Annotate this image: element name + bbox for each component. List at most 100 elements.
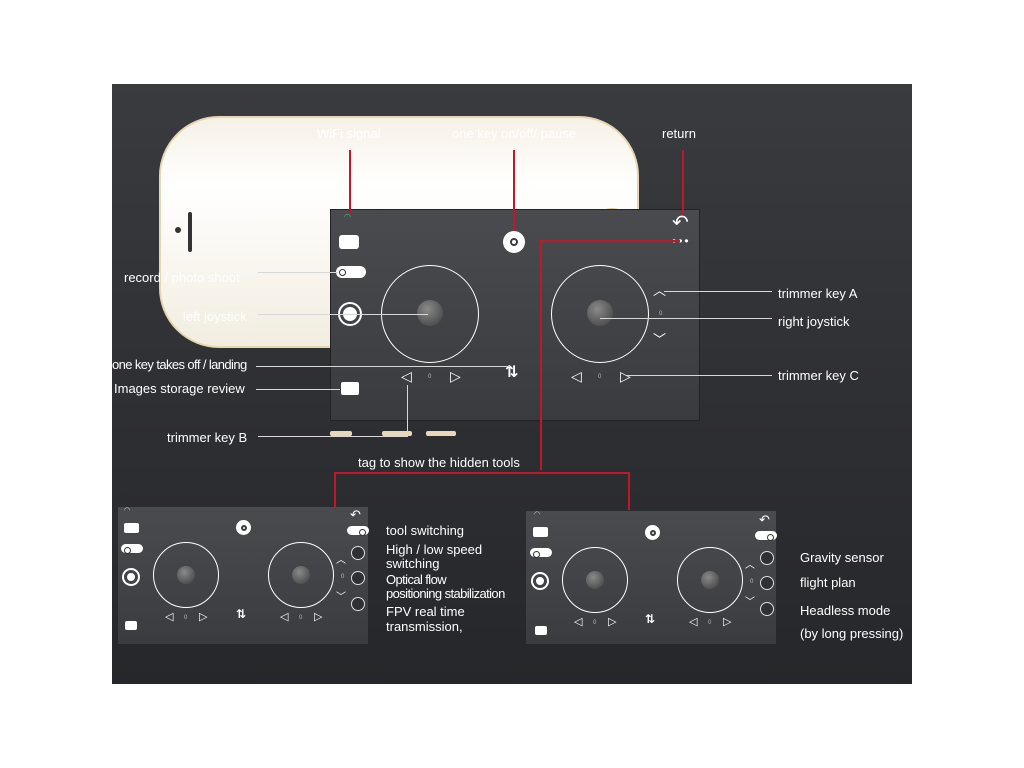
shutter-button[interactable] bbox=[531, 572, 549, 590]
left-joystick-knob[interactable] bbox=[417, 300, 443, 326]
phone-camera bbox=[175, 227, 181, 233]
label-images-review: Images storage review bbox=[114, 381, 245, 396]
label-return: return bbox=[662, 126, 696, 141]
drone-camera-icon[interactable] bbox=[533, 527, 548, 537]
right-joystick-knob[interactable] bbox=[701, 571, 719, 589]
label-optical-line1: Optical flow bbox=[386, 572, 447, 587]
tool-switch-toggle[interactable] bbox=[347, 526, 369, 536]
takeoff-landing-icon[interactable]: ⇅ bbox=[645, 612, 656, 626]
trim-c-right-icon[interactable]: ▷ bbox=[620, 368, 631, 384]
label-fpv-line1: FPV real time bbox=[386, 604, 465, 619]
trim-a-value: 0 bbox=[659, 311, 663, 317]
power-button[interactable] bbox=[645, 525, 660, 540]
trim-value: 0 bbox=[299, 615, 303, 621]
phone-volume-button bbox=[330, 431, 352, 436]
callout-line bbox=[664, 291, 772, 292]
trim-left-icon[interactable]: ◁ bbox=[574, 616, 583, 628]
phone-volume-button bbox=[426, 431, 456, 436]
wifi-icon: ◠ bbox=[124, 507, 131, 514]
label-wifi-signal: WiFi signal bbox=[317, 126, 381, 141]
right-joystick[interactable] bbox=[677, 547, 743, 613]
left-joystick[interactable] bbox=[153, 542, 219, 608]
record-photo-toggle[interactable] bbox=[121, 544, 143, 554]
label-headless-mode: Headless mode bbox=[800, 603, 891, 618]
flight-plan-icon[interactable] bbox=[760, 576, 774, 590]
trim-c-left-icon[interactable]: ◁ bbox=[571, 368, 582, 384]
callout-line bbox=[334, 472, 630, 474]
power-button[interactable] bbox=[503, 231, 525, 253]
callout-line bbox=[256, 389, 340, 390]
callout-line bbox=[540, 240, 680, 242]
left-joystick[interactable] bbox=[562, 547, 628, 613]
trim-value: 0 bbox=[708, 620, 712, 626]
label-gravity-sensor: Gravity sensor bbox=[800, 550, 884, 565]
trim-up-icon[interactable]: ︿ bbox=[745, 560, 755, 571]
more-dots-icon[interactable]: ••• bbox=[672, 234, 691, 248]
callout-line bbox=[349, 150, 351, 213]
shutter-button[interactable] bbox=[122, 568, 140, 586]
label-speed-line1: High / low speed bbox=[386, 542, 483, 557]
left-joystick-knob[interactable] bbox=[177, 566, 195, 584]
trim-left-icon[interactable]: ◁ bbox=[689, 616, 698, 628]
label-speed-line2: switching bbox=[386, 556, 440, 571]
right-joystick[interactable] bbox=[551, 265, 649, 363]
label-takeoff-landing: one key takes off / landing bbox=[112, 357, 247, 372]
trim-b-right-icon[interactable]: ▷ bbox=[450, 368, 461, 384]
trim-c-value: 0 bbox=[598, 374, 602, 380]
trim-a-up-icon[interactable]: ︿ bbox=[653, 283, 667, 298]
phone-speaker bbox=[188, 212, 192, 252]
label-tool-switching: tool switching bbox=[386, 523, 465, 538]
label-left-joystick: left joystick bbox=[183, 309, 247, 324]
fpv-icon[interactable] bbox=[351, 597, 365, 611]
callout-line bbox=[258, 436, 408, 437]
gravity-sensor-icon[interactable] bbox=[760, 551, 774, 565]
speed-switch-icon[interactable] bbox=[351, 546, 365, 560]
optical-flow-icon[interactable] bbox=[351, 571, 365, 585]
right-joystick-knob[interactable] bbox=[587, 300, 613, 326]
record-photo-toggle[interactable] bbox=[336, 266, 366, 278]
trim-down-icon[interactable]: ﹀ bbox=[336, 592, 346, 603]
callout-line bbox=[600, 318, 772, 319]
label-one-key-onoff: one key on/off/ pause bbox=[452, 126, 577, 141]
return-icon[interactable]: ↶ bbox=[672, 212, 689, 234]
trim-right-icon[interactable]: ▷ bbox=[608, 616, 617, 628]
trim-value: 0 bbox=[593, 620, 597, 626]
trim-up-icon[interactable]: ︿ bbox=[336, 555, 346, 566]
label-right-joystick: right joystick bbox=[778, 314, 850, 329]
return-icon[interactable]: ↶ bbox=[350, 507, 361, 522]
folder-icon[interactable] bbox=[341, 382, 359, 395]
trim-left-icon[interactable]: ◁ bbox=[280, 611, 289, 623]
takeoff-landing-icon[interactable]: ⇅ bbox=[505, 364, 519, 381]
tool-switch-toggle[interactable] bbox=[755, 531, 777, 541]
right-joystick-knob[interactable] bbox=[292, 566, 310, 584]
trim-right-icon[interactable]: ▷ bbox=[723, 616, 732, 628]
trim-a-down-icon[interactable]: ﹀ bbox=[653, 332, 667, 347]
left-joystick-knob[interactable] bbox=[586, 571, 604, 589]
callout-line bbox=[513, 150, 515, 231]
drone-camera-icon[interactable] bbox=[339, 235, 359, 249]
label-record-photo: record / photo shoot bbox=[124, 270, 240, 285]
label-trimmer-b: trimmer key B bbox=[167, 430, 248, 445]
label-trimmer-c: trimmer key C bbox=[778, 368, 859, 383]
trim-left-icon[interactable]: ◁ bbox=[165, 611, 174, 623]
drone-camera-icon[interactable] bbox=[124, 523, 139, 533]
trim-down-icon[interactable]: ﹀ bbox=[745, 597, 755, 608]
headless-mode-icon[interactable] bbox=[760, 602, 774, 616]
label-hidden-tools: tag to show the hidden tools bbox=[358, 455, 520, 470]
callout-line bbox=[626, 375, 772, 376]
trim-right-icon[interactable]: ▷ bbox=[199, 611, 208, 623]
record-photo-toggle[interactable] bbox=[530, 548, 552, 558]
callout-line bbox=[628, 472, 630, 510]
return-icon[interactable]: ↶ bbox=[759, 512, 770, 527]
label-long-press: (by long pressing) bbox=[800, 626, 904, 641]
folder-icon[interactable] bbox=[535, 626, 547, 635]
trim-right-icon[interactable]: ▷ bbox=[314, 611, 323, 623]
callout-line bbox=[407, 385, 408, 437]
takeoff-landing-icon[interactable]: ⇅ bbox=[236, 607, 247, 621]
trim-value: 0 bbox=[184, 615, 188, 621]
label-trimmer-a: trimmer key A bbox=[778, 286, 858, 301]
right-joystick[interactable] bbox=[268, 542, 334, 608]
folder-icon[interactable] bbox=[125, 621, 137, 630]
trim-b-left-icon[interactable]: ◁ bbox=[401, 368, 412, 384]
power-button[interactable] bbox=[236, 520, 251, 535]
